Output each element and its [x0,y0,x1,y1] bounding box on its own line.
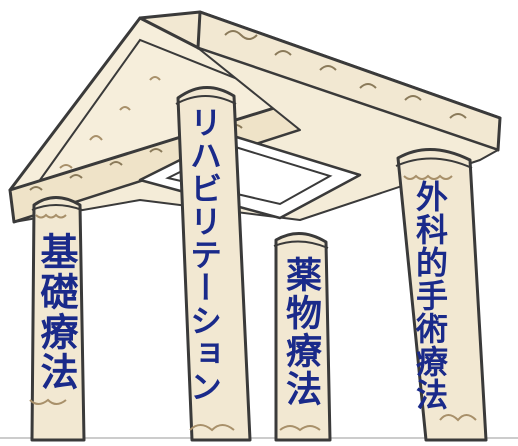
pillar-label-drug: 薬物療法 [280,256,321,408]
pillar-label-surgery: 外科的手術療法 [411,180,449,411]
pediment-inner [39,38,271,181]
pillar-label-rehab: リハビリテーション [185,106,223,403]
pillar-rehab [175,86,252,442]
pillar-surgery [395,148,488,442]
pediment-decoration [59,76,161,169]
pillar-drug [273,232,332,442]
pillar-label-basic: 基礎療法 [34,232,78,392]
pillar-basic [29,196,86,442]
